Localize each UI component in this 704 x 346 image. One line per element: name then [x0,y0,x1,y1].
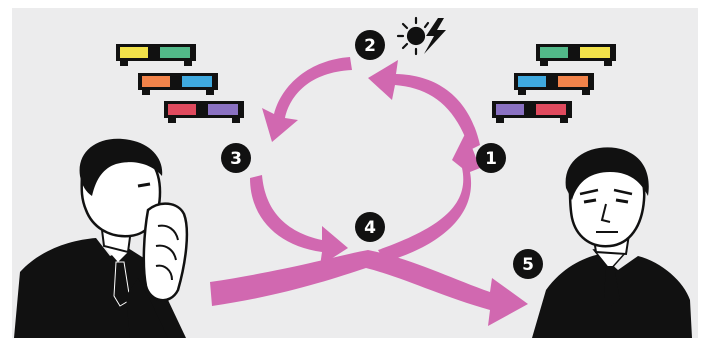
glasses-1 [116,44,196,66]
step-badge-1: 1 [476,143,506,173]
arrow-top-right [368,60,480,150]
step-badge-5: 5 [513,249,543,279]
person-left-whispering [14,139,187,338]
arrow-step-3 [250,175,348,266]
step-badge-2: 2 [355,30,385,60]
step-number: 3 [230,149,242,169]
glasses-4 [536,44,616,66]
step-badge-4: 4 [355,212,385,242]
step-badge-3: 3 [221,143,251,173]
person-right-listening [532,147,692,338]
cycle-arrows [210,57,528,326]
step-number: 2 [364,36,376,56]
arrow-top-left [262,57,352,142]
glasses-6 [492,101,572,123]
glasses-group-left [116,44,244,123]
step-badges: 1 2 3 4 5 [221,30,543,279]
glasses-group-right [492,44,616,123]
glasses-2 [138,73,218,95]
arrow-step-1 [378,132,480,262]
step-number: 4 [364,218,376,238]
glasses-3 [164,101,244,123]
step-number: 1 [485,149,497,169]
arrow-long-sweep [210,250,528,326]
glasses-5 [514,73,594,95]
sun-lightning-icon [398,18,446,54]
step-number: 5 [522,255,534,275]
